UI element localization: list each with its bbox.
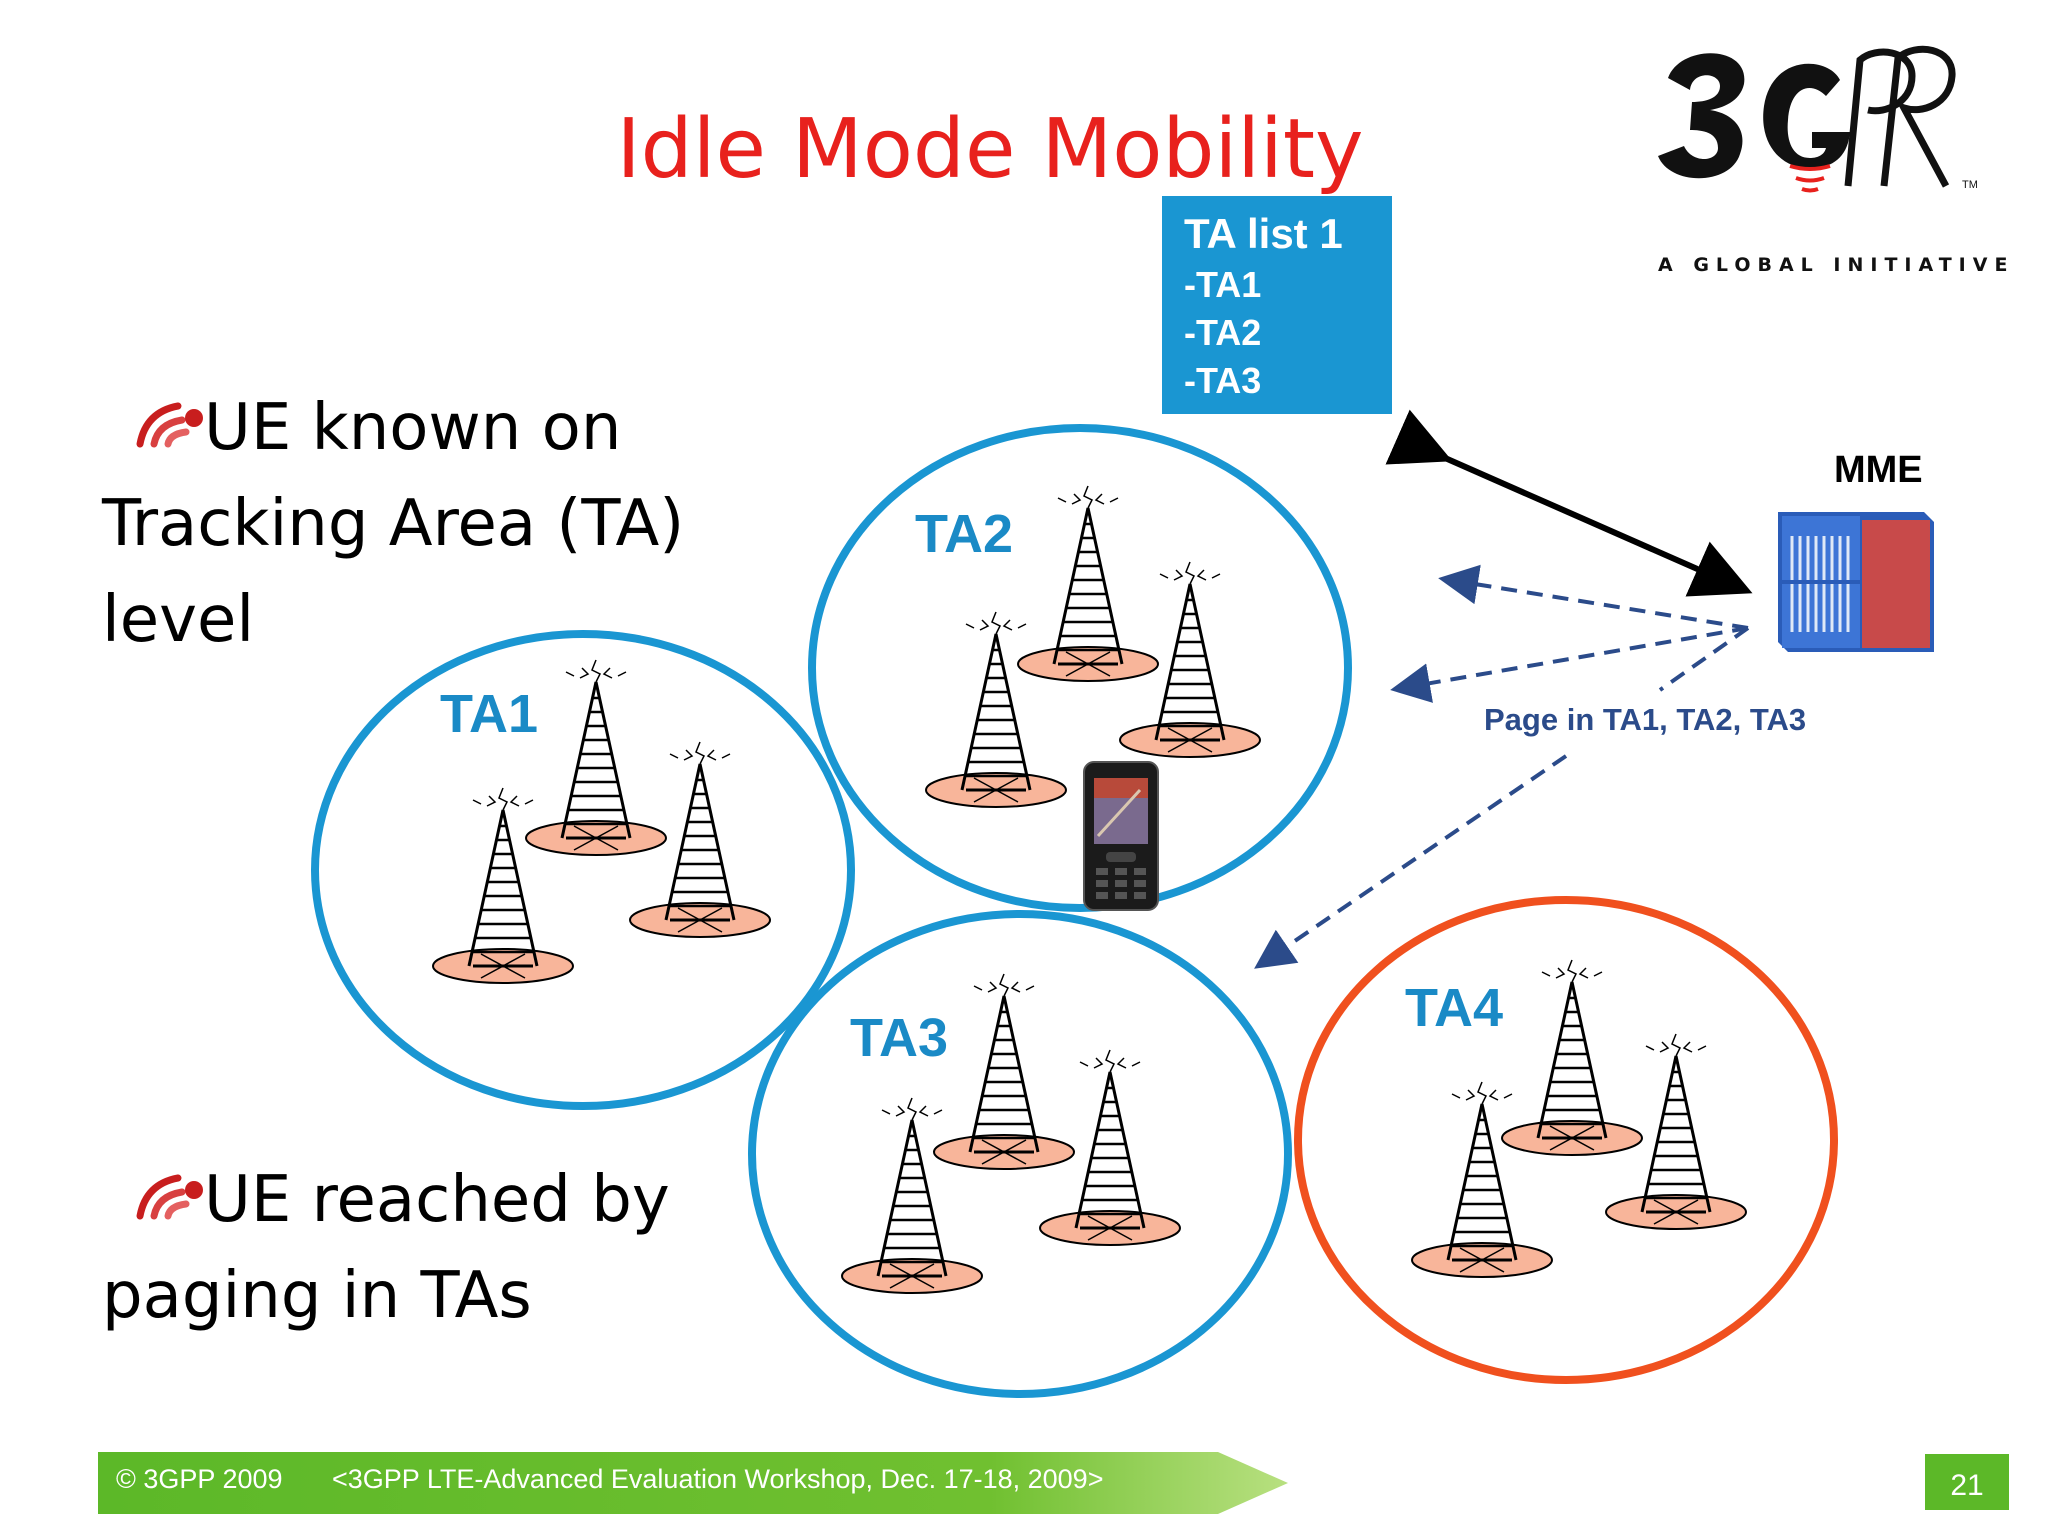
mme-server-icon [1778,512,1934,652]
ta1-circle [311,630,855,1110]
footer-copyright: © 3GPP 2009 [116,1464,283,1494]
cell-tower-icon [1410,1080,1554,1279]
cell-tower-icon [524,658,668,857]
bullet-line: Tracking Area (TA) [102,487,685,561]
paging-label: Page in TA1, TA2, TA3 [1484,702,1806,737]
page-number: 21 [1925,1454,2009,1510]
bullet-ue-reached: UE reached by paging in TAs [102,1152,852,1344]
footer-bar [98,1452,1288,1514]
bullet-line: paging in TAs [102,1259,532,1333]
3gpp-logo-mark: TM [1658,45,1978,193]
ta-list-box: TA list 1 -TA1 -TA2 -TA3 [1162,196,1392,414]
ta4-circle [1294,896,1838,1384]
bullet-line: level [102,583,255,657]
mme-label: MME [1834,449,1923,491]
cell-tower-icon [431,786,575,985]
logo-tagline: A GLOBAL INITIATIVE [1658,254,2015,276]
bullet-ue-known: UE known on Tracking Area (TA) level [102,380,852,668]
ta3-label: TA3 [850,1008,948,1068]
ta4-label: TA4 [1405,978,1503,1038]
ta-list-item: -TA3 [1184,360,1262,401]
cell-tower-icon [840,1096,984,1295]
ta1-label: TA1 [440,684,538,744]
cell-tower-icon [924,610,1068,809]
paging-arrows [1254,564,1750,969]
mme-ta-list-arrow [1385,409,1753,597]
ta-list-header: TA list 1 [1184,210,1343,257]
ta3-circle [748,910,1292,1398]
bullet-line: UE known on [204,391,622,465]
logo-tm: TM [1962,179,1978,191]
ta-list-item: -TA1 [1184,264,1262,305]
ta-list-item: -TA2 [1184,312,1262,353]
mobile-phone-icon [1083,761,1159,911]
ta2-label: TA2 [915,504,1013,564]
bullet-signal-icon [136,1174,203,1220]
cell-tower-icon [1016,484,1160,683]
bullet-line: UE reached by [204,1163,670,1237]
bullet-signal-icon [136,402,203,448]
ta2-circle [808,424,1352,912]
cell-tower-icon [1500,958,1644,1157]
3gpp-logo: TM A GLOBAL INITIATIVE [1640,36,2020,276]
slide-title: Idle Mode Mobility [616,102,1364,197]
footer-event: <3GPP LTE-Advanced Evaluation Workshop, … [332,1464,1104,1494]
cell-tower-icon [932,972,1076,1171]
